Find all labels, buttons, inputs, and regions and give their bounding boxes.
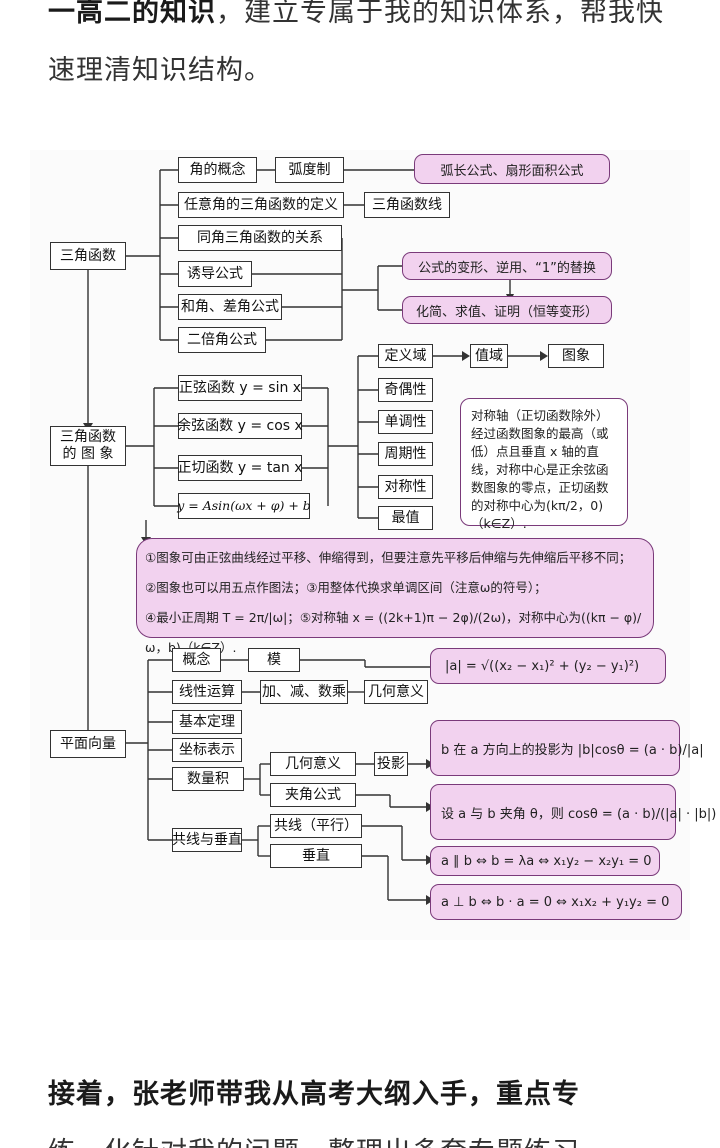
- node-dot-product: 数量积: [172, 767, 244, 791]
- node-radian: 弧度制: [275, 157, 344, 183]
- root-plane-vectors: 平面向量: [50, 730, 126, 758]
- node-collinear: 共线（平行）: [270, 814, 362, 838]
- node-projection: 投影: [374, 752, 408, 776]
- root-trig-graphs-line1: 三角函数: [60, 429, 116, 445]
- node-cosine: 余弦函数 y = cos x: [177, 413, 303, 439]
- node-trig-line: 三角函数线: [364, 192, 450, 218]
- node-induction: 诱导公式: [178, 261, 252, 287]
- node-extremum: 最值: [378, 506, 433, 530]
- article-bottom-line2: 练，化针对我的问题，整理出多套专题练习: [48, 1124, 688, 1148]
- node-perp-formula: a ⊥ b ⇔ b · a = 0 ⇔ x₁x₂ + y₁y₂ = 0: [430, 884, 682, 920]
- node-coordinate: 坐标表示: [172, 738, 242, 762]
- node-general-sine: y = Asin(ωx + φ) + b: [177, 493, 311, 519]
- node-angle-formula-label: 夹角公式: [270, 783, 356, 807]
- article-paragraph-top: 一高二的知识，建立专属于我的知识体系，帮我快速理清知识结构。: [48, 0, 688, 100]
- node-arc-formula: 弧长公式、扇形面积公式: [414, 154, 610, 184]
- article-bottom-line1: 接着，张老师带我从高考大纲入手，重点专: [48, 1079, 580, 1110]
- node-same-angle: 同角三角函数的关系: [178, 225, 342, 251]
- node-perpendicular: 垂直: [270, 844, 362, 868]
- node-projection-formula: b 在 a 方向上的投影为 |b|cosθ = (a · b)/|a|: [430, 720, 704, 776]
- graph-note-2: ②图象也可以用五点作图法；③用整体代换求单调区间（注意ω的符号）；: [145, 580, 547, 595]
- node-simplify: 化简、求值、证明（恒等变形）: [402, 296, 612, 324]
- root-trig-graphs: 三角函数 的 图 象: [50, 426, 126, 466]
- node-period: 周期性: [378, 442, 433, 466]
- node-modulus-formula: |a| = √((x₂ − x₁)² + (y₂ − y₁)²): [430, 648, 666, 684]
- node-concept: 概念: [172, 648, 221, 672]
- node-add-sub-mul: 加、减、数乘: [260, 680, 348, 704]
- root-trig-functions: 三角函数: [50, 242, 126, 270]
- node-double-angle: 二倍角公式: [178, 327, 266, 353]
- root-trig-graphs-line2: 的 图 象: [62, 446, 114, 462]
- node-transform: 公式的变形、逆用、“1”的替换: [402, 252, 612, 280]
- article-highlight: 一高二的知识: [48, 0, 216, 28]
- node-graph: 图象: [548, 344, 604, 368]
- node-parallel-formula: a ∥ b ⇔ b = λa ⇔ x₁y₂ − x₂y₁ = 0: [430, 846, 660, 876]
- knowledge-mindmap-image: 三角函数 角的概念 弧度制 弧长公式、扇形面积公式 任意角的三角函数的定义 三角…: [30, 150, 716, 940]
- node-any-angle-def: 任意角的三角函数的定义: [178, 192, 344, 218]
- node-collinear-perp: 共线与垂直: [172, 828, 242, 852]
- node-tangent: 正切函数 y = tan x: [177, 455, 303, 481]
- node-parity: 奇偶性: [378, 378, 433, 402]
- article-text: ，建立专属于我的知识体系，帮我快速理清知识结构。: [48, 0, 664, 86]
- node-linear-ops: 线性运算: [172, 680, 242, 704]
- node-domain: 定义域: [378, 344, 433, 368]
- node-basic-theorem: 基本定理: [172, 710, 242, 734]
- node-sine: 正弦函数 y = sin x: [178, 375, 302, 401]
- symmetry-note: 对称轴（正切函数除外）经过函数图象的最高（或低）点且垂直 x 轴的直线，对称中心…: [460, 398, 628, 531]
- node-symmetry: 对称性: [378, 475, 433, 499]
- node-geo-meaning-2: 几何意义: [270, 752, 356, 776]
- node-sum-diff: 和角、差角公式: [178, 294, 282, 320]
- graph-note-3: ④最小正周期 T = 2π/|ω|；⑤对称轴 x = ((2k+1)π − 2φ…: [145, 610, 642, 655]
- node-angle-formula: 设 a 与 b 夹角 θ，则 cosθ = (a · b)/(|a| · |b|…: [430, 784, 716, 840]
- node-geo-meaning-1: 几何意义: [364, 680, 428, 704]
- graph-note-1: ①图象可由正弦曲线经过平移、伸缩得到，但要注意先平移后伸缩与先伸缩后平移不同；: [145, 550, 632, 565]
- node-angle-concept: 角的概念: [178, 157, 257, 183]
- node-modulus: 模: [248, 648, 300, 672]
- article-paragraph-bottom: 接着，张老师带我从高考大纲入手，重点专 练，化针对我的问题，整理出多套专题练习: [48, 1066, 688, 1148]
- node-monotonic: 单调性: [378, 410, 433, 434]
- node-range: 值域: [470, 344, 508, 368]
- graph-notes: ①图象可由正弦曲线经过平移、伸缩得到，但要注意先平移后伸缩与先伸缩后平移不同； …: [136, 538, 654, 655]
